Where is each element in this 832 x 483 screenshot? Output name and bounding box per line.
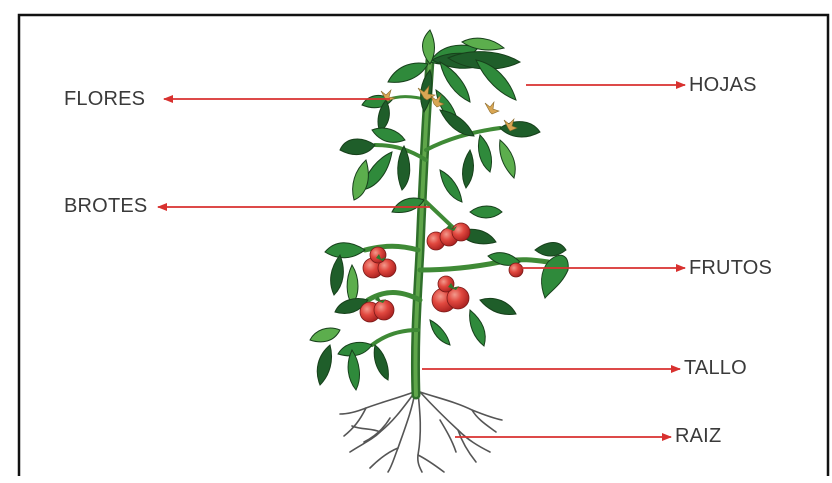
label-flores: FLORES bbox=[64, 89, 145, 109]
label-hojas: HOJAS bbox=[689, 75, 757, 95]
leaves bbox=[310, 30, 568, 390]
label-frutos: FRUTOS bbox=[689, 258, 772, 278]
label-tallo: TALLO bbox=[684, 358, 747, 378]
label-brotes: BROTES bbox=[64, 196, 147, 216]
roots bbox=[340, 392, 502, 472]
label-raiz: RAIZ bbox=[675, 426, 721, 446]
